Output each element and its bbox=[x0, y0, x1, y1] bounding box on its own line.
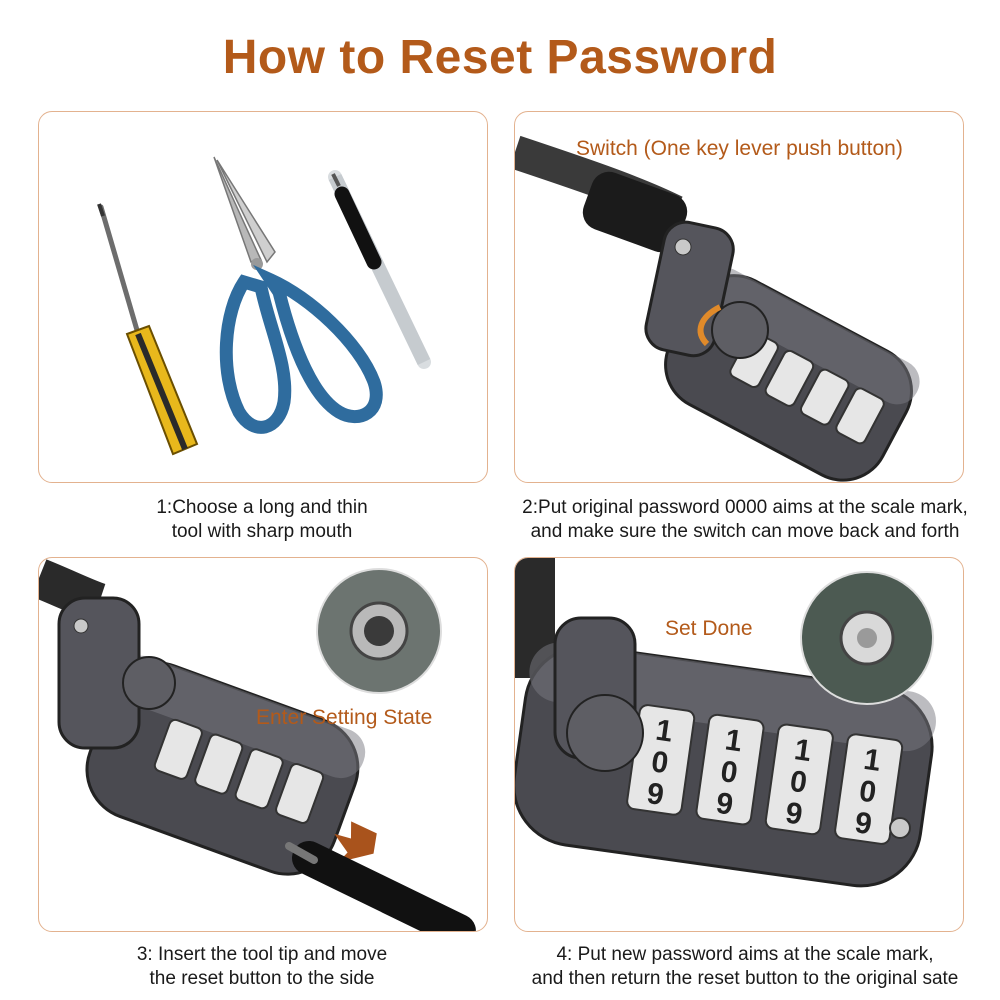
switch-lever-icon bbox=[644, 220, 769, 359]
step-line: Insert the tool tip and move bbox=[157, 944, 388, 965]
zoom-circle bbox=[316, 568, 442, 694]
step-number: 2: bbox=[522, 497, 539, 518]
step-line: Choose a long and thin bbox=[172, 497, 368, 518]
dial-digit: 9 bbox=[783, 796, 804, 831]
step-4-panel: 1 0 9 1 0 9 1 0 9 1 0 9 bbox=[514, 557, 964, 932]
lock-body-icon bbox=[85, 655, 366, 876]
dial-digit: 1 bbox=[862, 743, 883, 778]
dial-digit: 9 bbox=[714, 787, 735, 822]
pen-icon bbox=[328, 170, 431, 369]
step-line: tool with sharp mouth bbox=[171, 521, 353, 542]
lock-switch-illustration bbox=[515, 135, 920, 482]
dial-digit: 0 bbox=[649, 745, 670, 780]
lock-set-done-illustration: 1 0 9 1 0 9 1 0 9 1 0 9 bbox=[515, 558, 936, 888]
step-number: 4: bbox=[556, 944, 573, 965]
arrow-icon bbox=[334, 821, 377, 863]
step-line: and then return the reset button to the … bbox=[531, 968, 959, 989]
step-1-panel bbox=[38, 111, 488, 483]
enter-setting-label: Enter Setting State bbox=[256, 706, 433, 729]
dial-digit: 9 bbox=[645, 777, 666, 812]
step-2-caption: 2:Put original password 0000 aims at the… bbox=[490, 496, 1000, 544]
step-number: 3: bbox=[136, 944, 153, 965]
set-done-label: Set Done bbox=[665, 617, 753, 640]
step-4-caption: 4: Put new password aims at the scale ma… bbox=[490, 943, 1000, 991]
screwdriver-icon bbox=[97, 203, 199, 456]
dial-digit: 1 bbox=[654, 714, 675, 749]
switch-label: Switch (One key lever push button) bbox=[576, 137, 903, 160]
lock-enter-setting-illustration bbox=[39, 559, 476, 931]
page-title: How to Reset Password bbox=[222, 31, 778, 84]
dial-digit: 9 bbox=[853, 806, 874, 841]
step-number: 1: bbox=[156, 497, 173, 518]
step-3-caption: 3: Insert the tool tip and move the rese… bbox=[38, 943, 486, 991]
step-line: Put new password aims at the scale mark, bbox=[577, 944, 934, 965]
step-3-panel bbox=[38, 557, 488, 932]
dial-digit: 0 bbox=[719, 755, 740, 790]
tools-illustration bbox=[97, 156, 431, 456]
pen-icon bbox=[285, 841, 476, 931]
zoom-circle bbox=[800, 571, 934, 705]
scissors-icon bbox=[213, 156, 383, 434]
dial-digit: 1 bbox=[723, 723, 744, 758]
step-2-panel bbox=[514, 111, 964, 483]
dial-digit: 1 bbox=[792, 733, 813, 768]
dial-digit: 0 bbox=[788, 765, 809, 800]
step-line: Put original password 0000 aims at the s… bbox=[538, 497, 968, 518]
step-line: the reset button to the side bbox=[149, 968, 375, 989]
step-line: and make sure the switch can move back a… bbox=[530, 521, 960, 542]
dial-digit: 0 bbox=[857, 775, 878, 810]
step-1-caption: 1:Choose a long and thin tool with sharp… bbox=[38, 496, 486, 544]
